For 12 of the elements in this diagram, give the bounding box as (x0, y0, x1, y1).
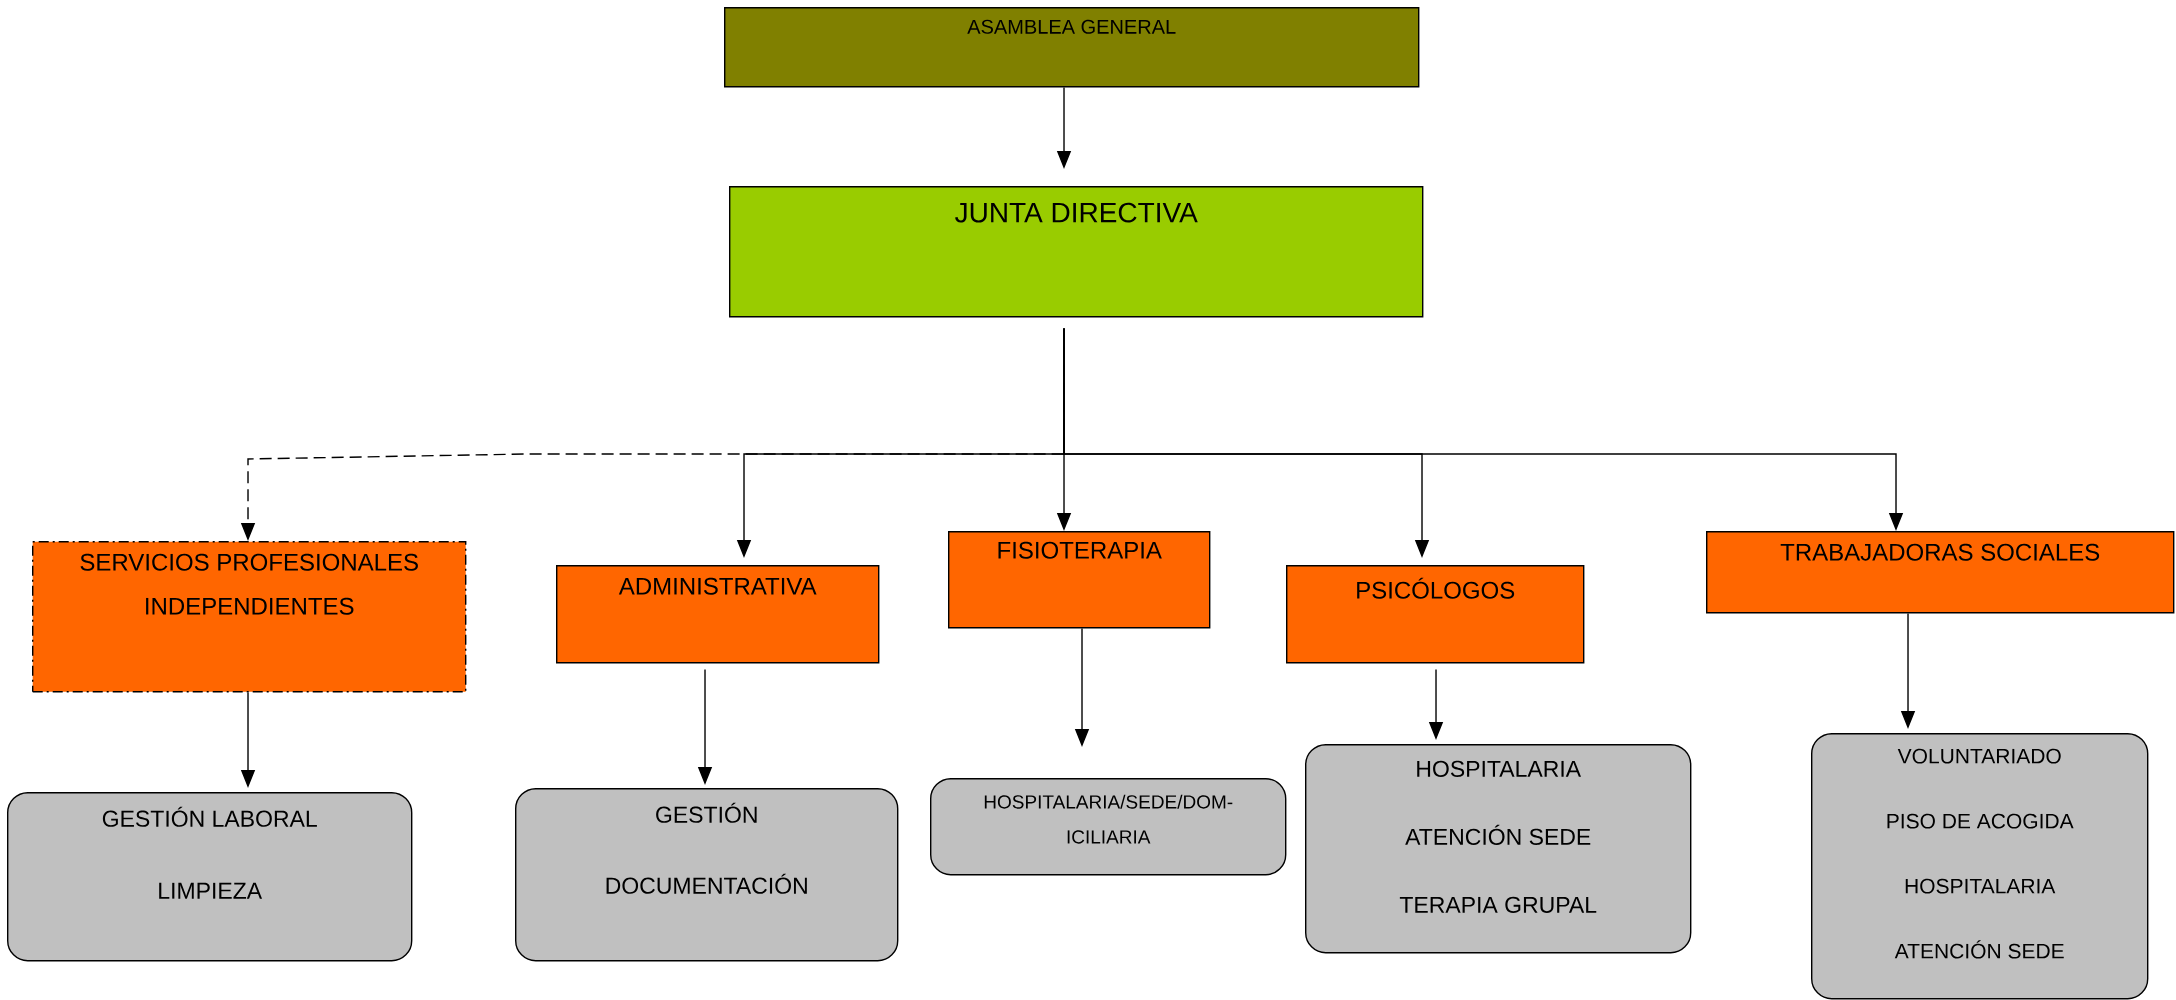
task-box: GESTIÓN DOCUMENTACIÓN (515, 788, 899, 962)
task-box: GESTIÓN LABORAL LIMPIEZA (7, 792, 413, 962)
org-box: ADMINISTRATIVA (556, 565, 880, 664)
org-box: PSICÓLOGOS (1286, 565, 1585, 664)
task-box: HOSPITALARIA ATENCIÓN SEDE TERAPIA GRUPAL (1305, 744, 1692, 954)
org-box: FISIOTERAPIA (948, 531, 1211, 629)
org-box: ASAMBLEA GENERAL (724, 7, 1420, 88)
org-box: JUNTA DIRECTIVA (729, 186, 1424, 318)
org-box: SERVICIOS PROFESIONALES INDEPENDIENTES (32, 541, 467, 693)
task-box: VOLUNTARIADO PISO DE ACOGIDA HOSPITALARIA ATENCIÓN SEDE (1811, 733, 2149, 1000)
org-box: TRABAJADORAS SOCIALES (1706, 531, 2175, 614)
task-box: HOSPITALARIA/SEDE/DOM- ICILIARIA (930, 778, 1287, 876)
